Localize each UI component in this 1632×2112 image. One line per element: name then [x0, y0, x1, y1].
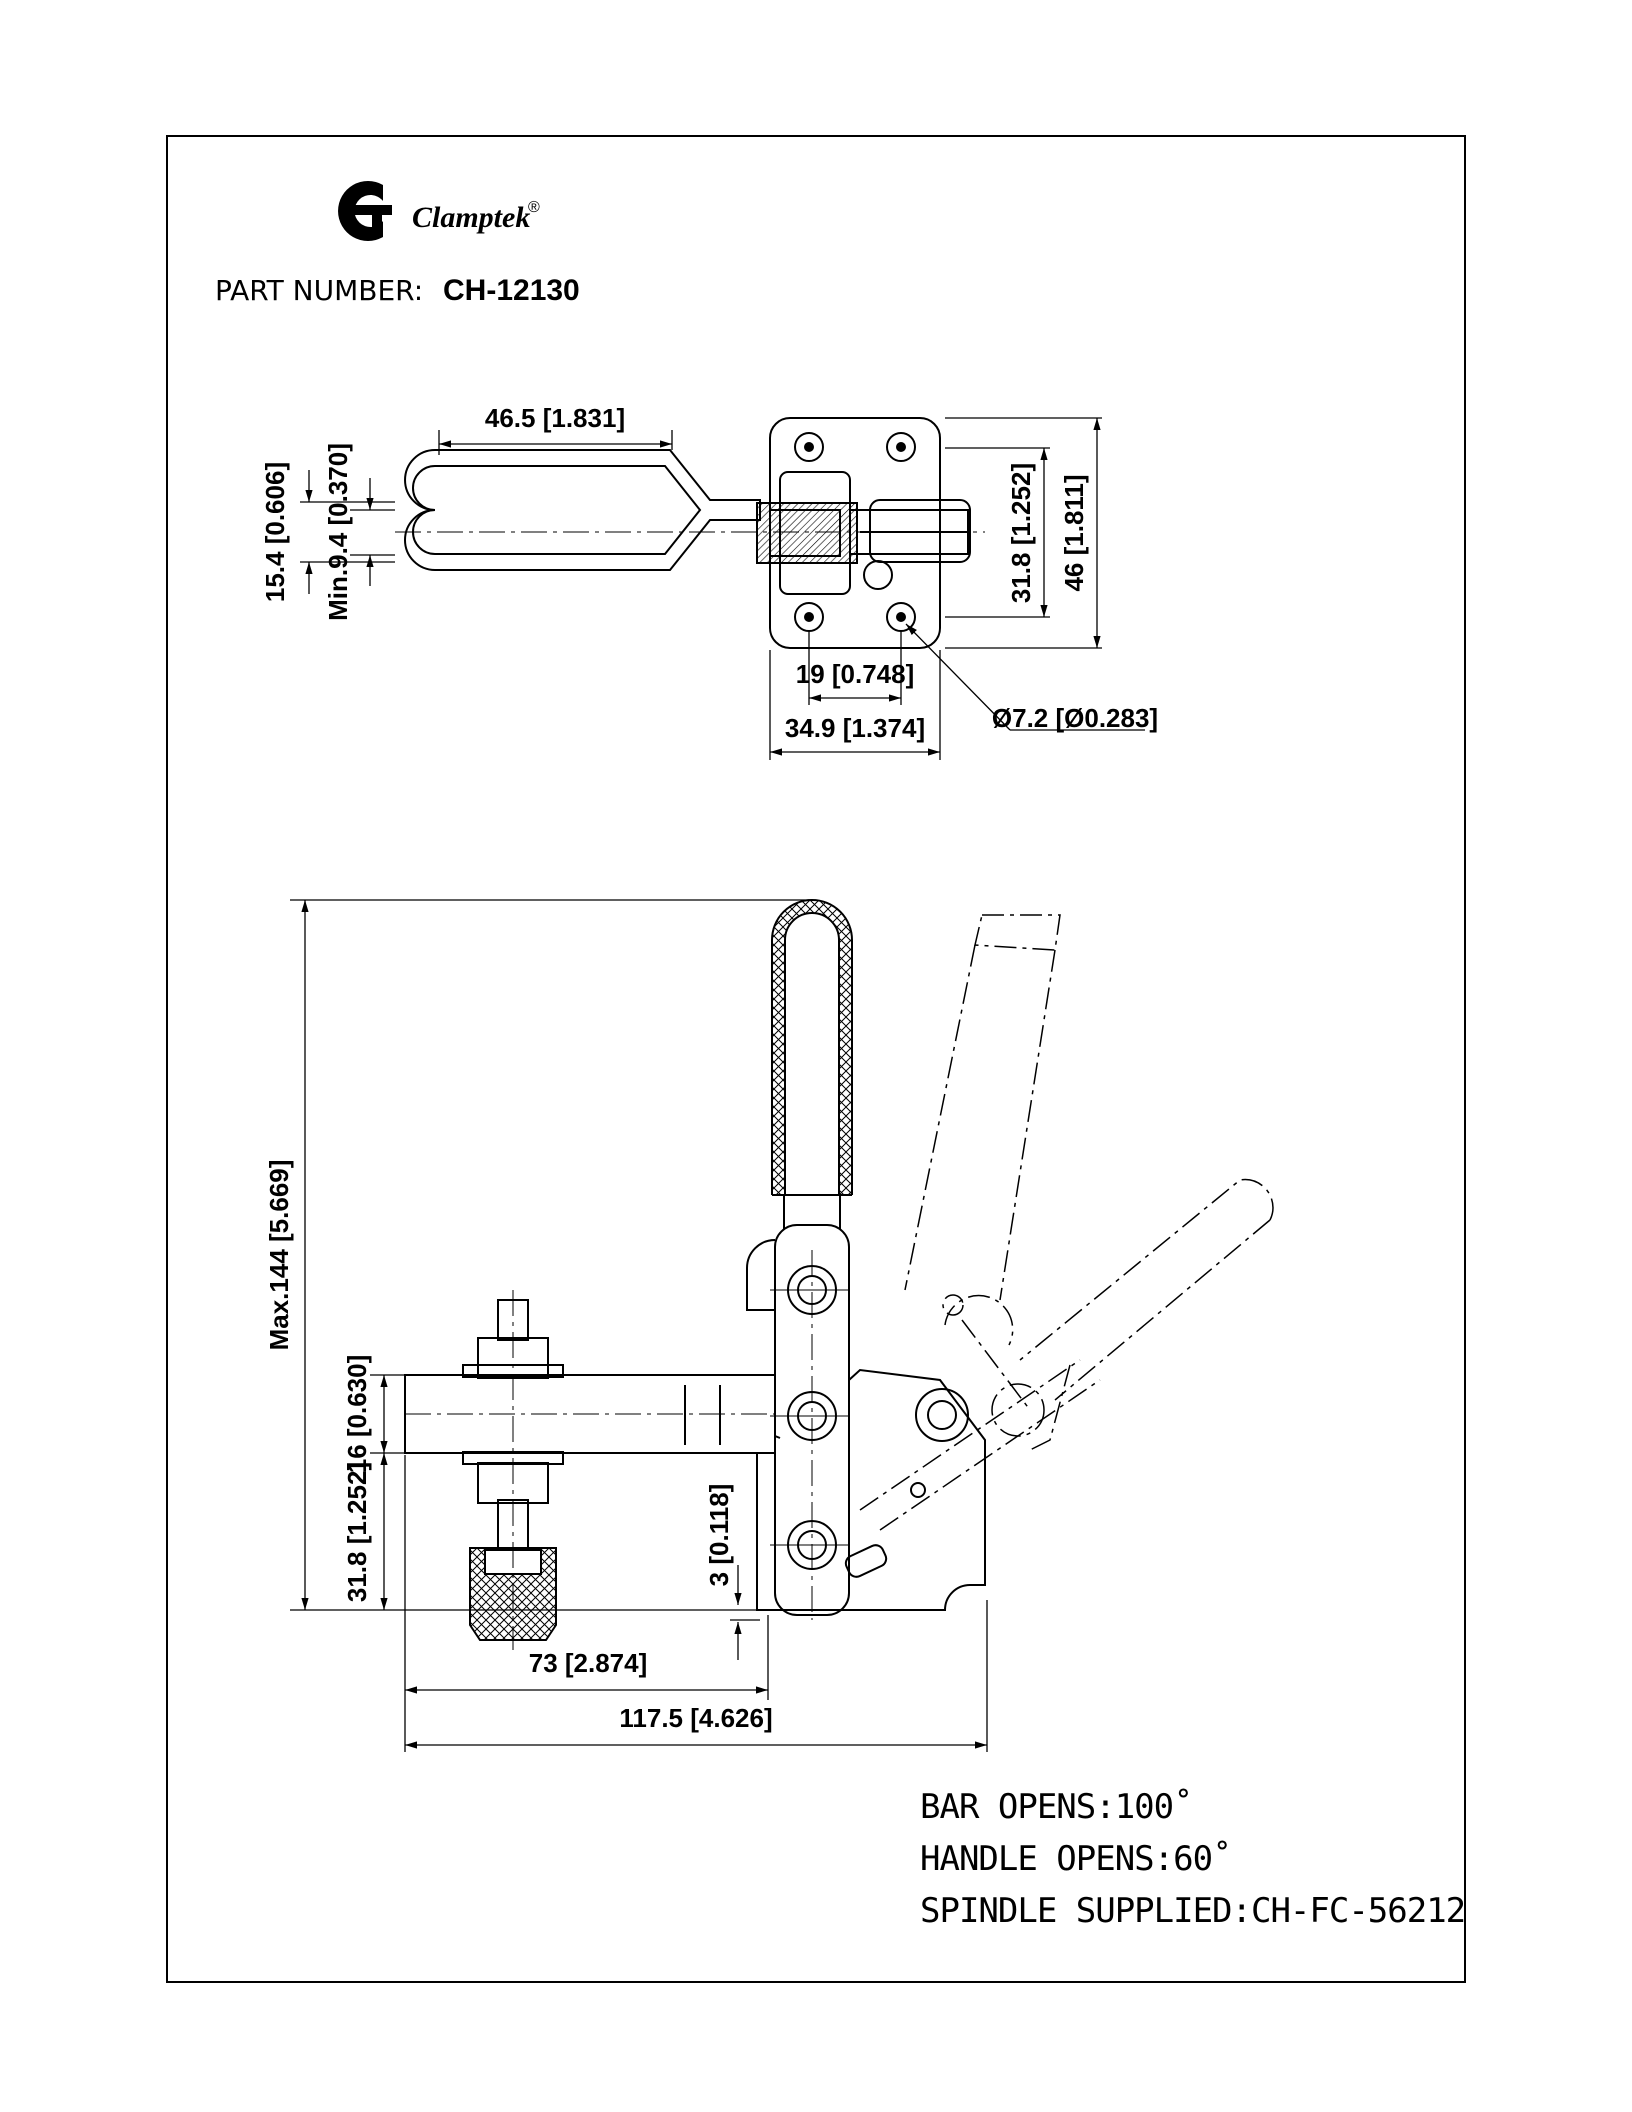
dim-hole-spacing-y: 31.8 [1.252] [1006, 463, 1036, 603]
dim-bar-thickness: 16 [0.630] [342, 1355, 372, 1474]
dim-hole-spacing-x: 19 [0.748] [796, 659, 915, 689]
dim-max-height: Max.144 [5.669] [264, 1160, 294, 1351]
brand-name: Clamptek [412, 201, 530, 234]
dim-handle-width: 15.4 [0.606] [260, 462, 290, 602]
dim-handle-min-width: Min.9.4 [0.370] [323, 443, 353, 621]
note-spindle: SPINDLE SUPPLIED:CH-FC-56212 [920, 1891, 1465, 1931]
clamptek-cg-logo-icon [338, 181, 392, 241]
dim-handle-length: 46.5 [1.831] [485, 403, 625, 433]
note-bar-opens: BAR OPENS:100˚ [920, 1787, 1193, 1827]
dim-base-width: 34.9 [1.374] [785, 713, 925, 743]
dim-hole-diameter: Ø7.2 [Ø0.283] [992, 703, 1158, 733]
note-handle-opens: HANDLE OPENS:60˚ [920, 1839, 1232, 1879]
registered-mark: ® [528, 199, 540, 216]
dim-base-offset: 3 [0.118] [704, 1484, 734, 1587]
dim-bar-height: 31.8 [1.252] [342, 1462, 372, 1602]
drawing-frame [166, 135, 1466, 1983]
top-handle-inner [412, 465, 702, 555]
part-number-label: PART NUMBER: [215, 274, 423, 307]
dim-overall-length: 117.5 [4.626] [619, 1703, 772, 1733]
dim-bar-reach: 73 [2.874] [529, 1648, 648, 1678]
part-number-value: CH-12130 [443, 274, 580, 307]
top-view [300, 417, 1145, 760]
top-handle-outer [404, 449, 761, 571]
side-view [290, 899, 1274, 1752]
dim-base-height: 46 [1.811] [1059, 474, 1089, 591]
